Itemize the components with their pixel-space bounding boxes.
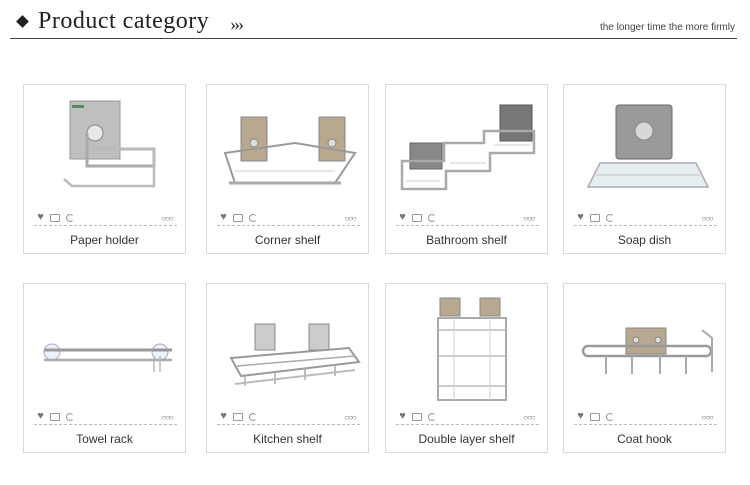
comment-icon[interactable] <box>589 411 600 422</box>
heart-icon[interactable]: ♥ <box>399 211 406 223</box>
product-card-bathroom-shelf[interactable]: ♥ ○○○ Bathroom shelf <box>385 84 548 254</box>
share-icon[interactable] <box>247 411 258 422</box>
heart-icon[interactable]: ♥ <box>399 410 406 422</box>
tagline: the longer time the more firmly <box>599 22 735 33</box>
share-icon[interactable] <box>604 212 615 223</box>
heart-icon[interactable]: ♥ <box>37 410 44 422</box>
card-actions: ♥ ○○○ <box>34 211 177 226</box>
card-actions: ♥ ○○○ <box>34 410 177 425</box>
product-image[interactable] <box>215 290 362 408</box>
card-actions: ♥ ○○○ <box>574 410 717 425</box>
product-image[interactable] <box>572 91 719 209</box>
diamond-icon <box>16 15 29 28</box>
product-image[interactable] <box>32 290 179 408</box>
share-icon[interactable] <box>64 212 75 223</box>
share-icon[interactable] <box>426 212 437 223</box>
more-icon[interactable]: ○○○ <box>161 214 174 223</box>
more-icon[interactable]: ○○○ <box>344 214 357 223</box>
comment-icon[interactable] <box>49 411 60 422</box>
heart-icon[interactable]: ♥ <box>220 211 227 223</box>
more-icon[interactable]: ○○○ <box>701 214 714 223</box>
product-label[interactable]: Towel rack <box>76 432 133 446</box>
heart-icon[interactable]: ♥ <box>37 211 44 223</box>
product-label[interactable]: Paper holder <box>70 233 139 247</box>
comment-icon[interactable] <box>232 411 243 422</box>
product-label[interactable]: Double layer shelf <box>418 432 515 446</box>
product-card-soap-dish[interactable]: ♥ ○○○ Soap dish <box>563 84 726 254</box>
card-actions: ♥ ○○○ <box>396 410 539 425</box>
comment-icon[interactable] <box>411 212 422 223</box>
heart-icon[interactable]: ♥ <box>220 410 227 422</box>
chevrons-icon: ››› <box>230 14 244 34</box>
more-icon[interactable]: ○○○ <box>344 413 357 422</box>
product-image[interactable] <box>394 91 541 209</box>
comment-icon[interactable] <box>411 411 422 422</box>
product-label[interactable]: Soap dish <box>617 233 672 247</box>
product-image[interactable] <box>572 290 719 408</box>
section-title: Product category <box>38 8 210 34</box>
product-card-double-layer-shelf[interactable]: ♥ ○○○ Double layer shelf <box>385 283 548 453</box>
card-actions: ♥ ○○○ <box>217 211 360 226</box>
product-image[interactable] <box>394 290 541 408</box>
product-label[interactable]: Kitchen shelf <box>253 432 322 446</box>
more-icon[interactable]: ○○○ <box>701 413 714 422</box>
share-icon[interactable] <box>426 411 437 422</box>
more-icon[interactable]: ○○○ <box>161 413 174 422</box>
heart-icon[interactable]: ♥ <box>577 211 584 223</box>
share-icon[interactable] <box>247 212 258 223</box>
product-card-corner-shelf[interactable]: ♥ ○○○ Corner shelf <box>206 84 369 254</box>
product-card-coat-hook[interactable]: ♥ ○○○ Coat hook <box>563 283 726 453</box>
card-actions: ♥ ○○○ <box>217 410 360 425</box>
heart-icon[interactable]: ♥ <box>577 410 584 422</box>
card-actions: ♥ ○○○ <box>396 211 539 226</box>
product-card-kitchen-shelf[interactable]: ♥ ○○○ Kitchen shelf <box>206 283 369 453</box>
product-label[interactable]: Corner shelf <box>254 233 321 247</box>
product-card-towel-rack[interactable]: ♥ ○○○ Towel rack <box>23 283 186 453</box>
product-label[interactable]: Bathroom shelf <box>426 233 507 247</box>
more-icon[interactable]: ○○○ <box>523 413 536 422</box>
more-icon[interactable]: ○○○ <box>523 214 536 223</box>
share-icon[interactable] <box>64 411 75 422</box>
comment-icon[interactable] <box>589 212 600 223</box>
card-actions: ♥ ○○○ <box>574 211 717 226</box>
comment-icon[interactable] <box>232 212 243 223</box>
share-icon[interactable] <box>604 411 615 422</box>
comment-icon[interactable] <box>49 212 60 223</box>
product-image[interactable] <box>215 91 362 209</box>
product-image[interactable] <box>32 91 179 209</box>
product-card-paper-holder[interactable]: ♥ ○○○ Paper holder <box>23 84 186 254</box>
product-label[interactable]: Coat hook <box>617 432 672 446</box>
section-header: Product category ››› the longer time the… <box>10 8 737 39</box>
